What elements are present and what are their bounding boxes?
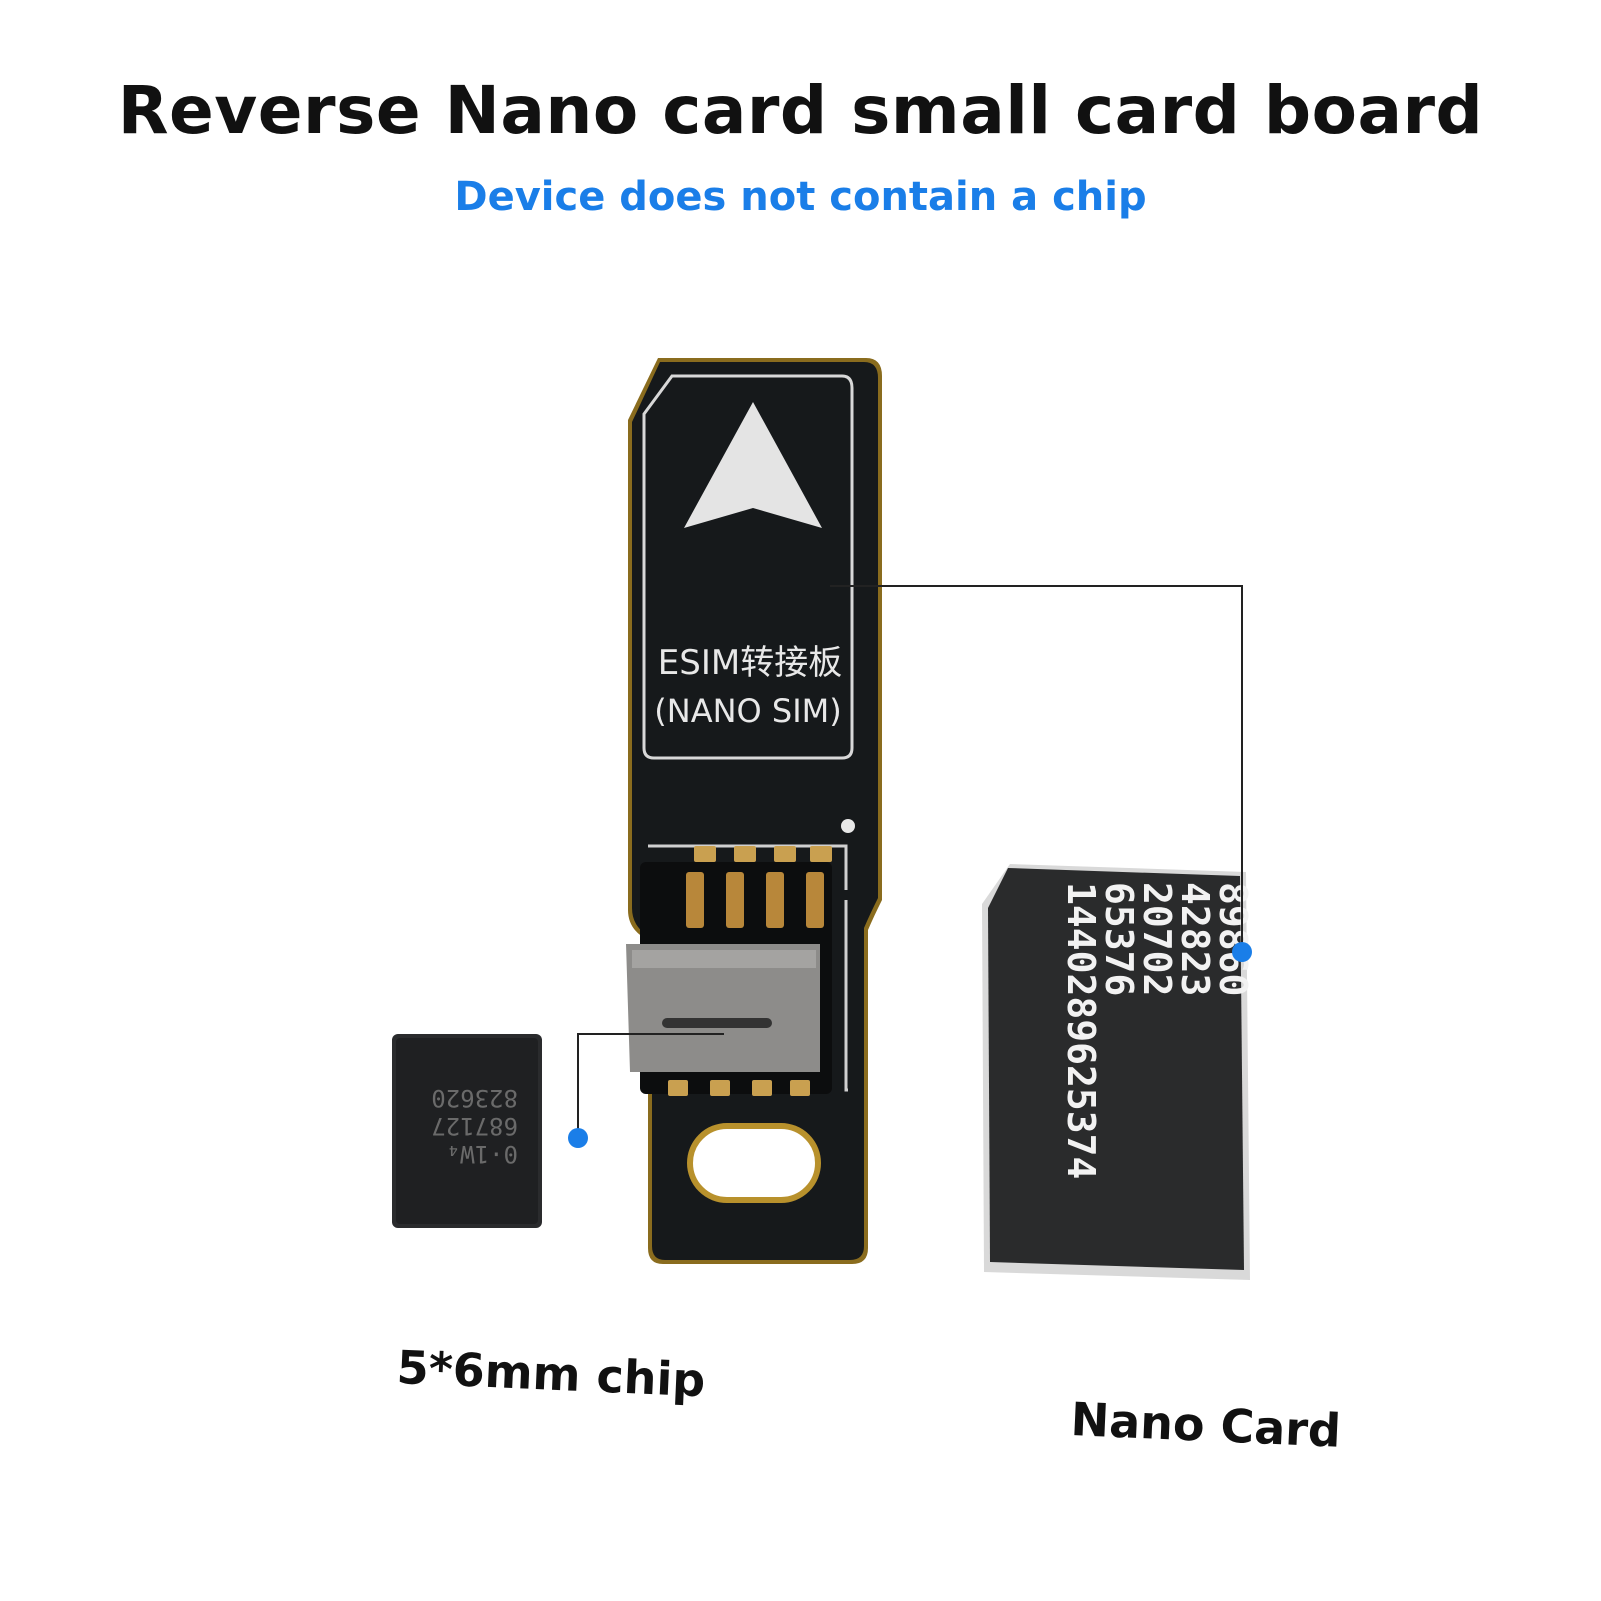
pin1-marker (841, 819, 855, 833)
card-callout-line (830, 585, 1243, 950)
silkscreen-frame (642, 374, 854, 760)
page-title: Reverse Nano card small card board (117, 72, 1484, 149)
connector-bottom-pads (668, 1080, 810, 1096)
chip-marking-3: 823620 (431, 1084, 518, 1112)
chip-marking-2: 687127 (431, 1112, 518, 1140)
cover-highlight (632, 950, 816, 968)
nano-sim-card: 89860 42823 20702 65376 1440289625374 (982, 864, 1255, 1280)
nano-card-body (988, 868, 1244, 1270)
connector-top-pads (694, 846, 832, 862)
metal-sim-cover (626, 944, 820, 1072)
card-number-1: 89860 (1211, 882, 1255, 996)
page-subtitle: Device does not contain a chip (454, 174, 1147, 220)
board-silk-line2: (NANO SIM) (654, 692, 841, 730)
callout-lines (577, 585, 1243, 1136)
card-number-2: 42823 (1173, 882, 1217, 996)
chip-callout-line (577, 1033, 724, 1136)
chip-callout-dot (568, 1128, 588, 1148)
chip-marking-1: 0·1W₄ (446, 1140, 518, 1168)
card-number-5: 1440289625374 (1059, 882, 1103, 1179)
card-number-4: 65376 (1097, 882, 1141, 996)
esim-adapter-board: ESIM转接板 (NANO SIM) (626, 358, 882, 1264)
connector-contacts (686, 872, 824, 928)
card-number-3: 20702 (1135, 882, 1179, 996)
cover-slot (662, 1018, 772, 1028)
esim-chip: 0·1W₄ 687127 823620 (392, 1034, 542, 1228)
card-callout-dot (1232, 942, 1252, 962)
mounting-hole (687, 1123, 821, 1203)
board-silk-line1: ESIM转接板 (658, 643, 842, 683)
insert-arrow-icon (684, 402, 822, 528)
